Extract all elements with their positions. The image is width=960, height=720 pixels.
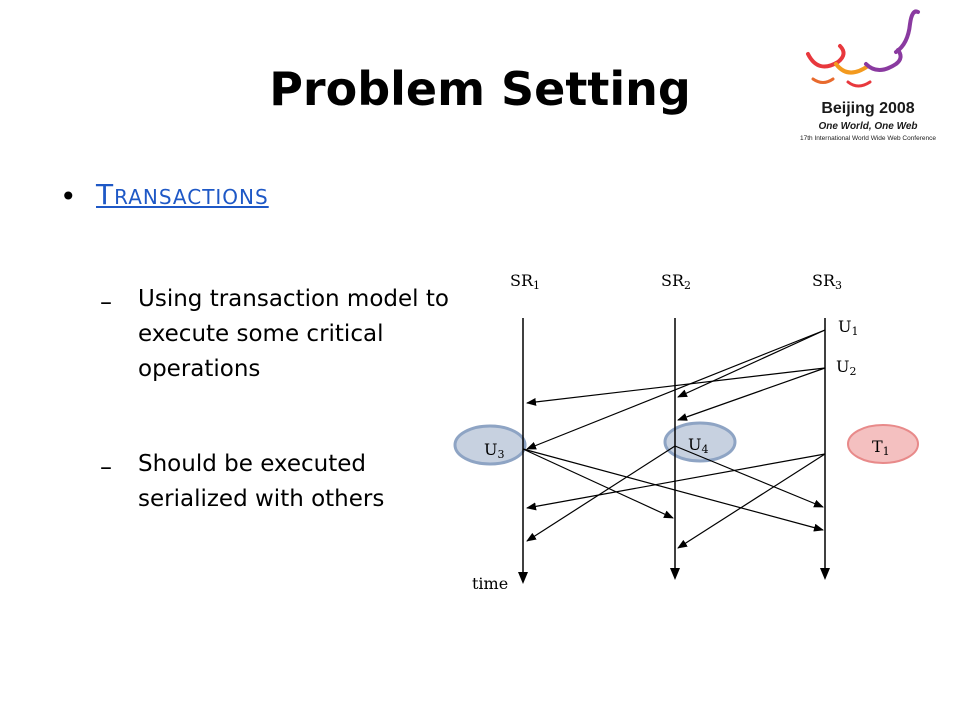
update-node-u4 bbox=[663, 421, 737, 463]
message-u2-to-sr2 bbox=[677, 367, 826, 421]
sub-bullet-2: Should be executed serialized with other… bbox=[138, 451, 385, 512]
message-u1-to-sr2 bbox=[677, 329, 826, 398]
transaction-label-t1: T1 bbox=[872, 437, 890, 458]
message-u3-to-sr2 bbox=[522, 448, 674, 519]
server-label-3: SR3 bbox=[812, 271, 842, 292]
time-axis-label: time bbox=[472, 574, 508, 593]
logo-line-2: One World, One Web bbox=[818, 121, 918, 132]
transaction-diagram: SR1 SR2 SR3 U1 U2 U3 U4 T1 time bbox=[453, 271, 919, 593]
logo-line-1: Beijing 2008 bbox=[821, 100, 915, 117]
update-label-u2: U2 bbox=[836, 357, 856, 378]
logo-line-3: 17th International World Wide Web Confer… bbox=[800, 135, 936, 142]
timeline-arrowhead bbox=[820, 568, 830, 580]
beijing-logo-icon bbox=[806, 9, 920, 88]
message-u4-to-sr3 bbox=[674, 445, 824, 508]
message-u4-to-sr1 bbox=[526, 445, 676, 542]
transactions-link[interactable]: Transactions bbox=[96, 178, 269, 211]
timeline-arrowhead bbox=[518, 572, 528, 584]
update-label-u4: U4 bbox=[688, 435, 708, 456]
message-u3-to-sr3 bbox=[522, 448, 824, 532]
message-u2-to-sr1 bbox=[526, 367, 826, 406]
update-node-u3 bbox=[453, 424, 527, 466]
www2008-logo: Beijing 2008 One World, One Web 17th Int… bbox=[778, 4, 958, 154]
dash-marker: – bbox=[100, 288, 112, 316]
update-label-u3: U3 bbox=[484, 440, 504, 461]
message-u1-to-sr1 bbox=[526, 329, 826, 450]
dash-marker: – bbox=[100, 453, 112, 481]
bullet-marker: • bbox=[60, 180, 77, 213]
timeline-arrowhead bbox=[670, 568, 680, 580]
transaction-node-t1 bbox=[847, 424, 919, 464]
message-t1-to-sr1 bbox=[526, 453, 826, 511]
server-label-1: SR1 bbox=[510, 271, 540, 292]
update-label-u1: U1 bbox=[838, 317, 858, 338]
message-t1-to-sr2 bbox=[677, 453, 826, 549]
slide-title: Problem Setting bbox=[269, 62, 691, 116]
sub-bullet-1: Using transaction model to execute some … bbox=[138, 286, 449, 382]
server-label-2: SR2 bbox=[661, 271, 691, 292]
